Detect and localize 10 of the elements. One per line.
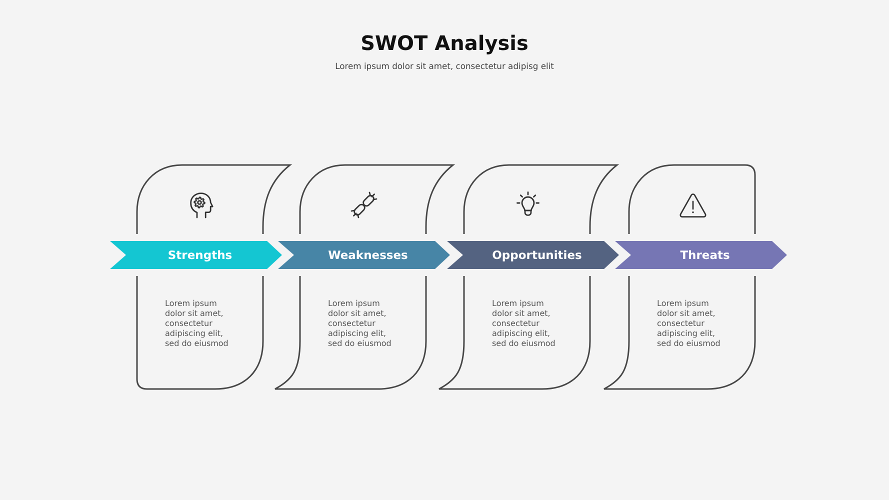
subtitle: Lorem ipsum dolor sit amet, consectetur adipisg elit — [335, 61, 554, 72]
body-text: Lorem ipsum dolor sit amet, consectetur adipiscing elit, sed do eiusmod — [492, 299, 556, 349]
section-heading: Threats — [680, 248, 730, 262]
body-text: Lorem ipsum dolor sit amet, consectetur adipiscing elit, sed do eiusmod — [657, 299, 722, 349]
section-heading: Opportunities — [492, 248, 582, 262]
title: SWOT Analysis — [360, 31, 528, 55]
section-heading: Weaknesses — [328, 248, 408, 262]
body-text: Lorem ipsum dolor sit amet, consectetur adipiscing elit, sed do eiusmod — [165, 299, 230, 349]
section-heading: Strengths — [168, 248, 232, 262]
body-text: Lorem ipsum dolor sit amet, consectetur adipiscing elit, sed do eiusmod — [328, 299, 392, 349]
